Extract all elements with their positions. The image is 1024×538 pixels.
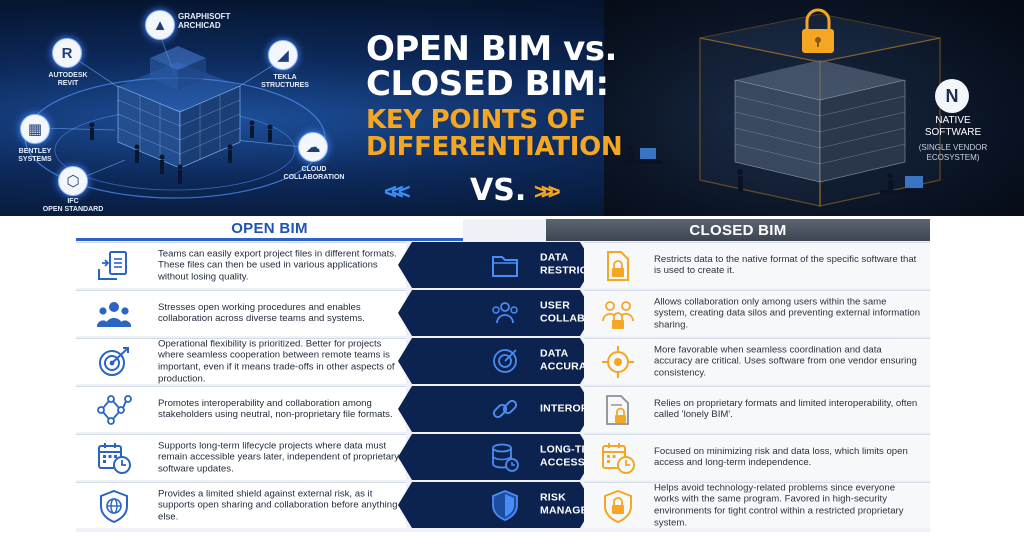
open-description: Teams can easily export project files in… <box>158 247 397 283</box>
open-description: Promotes interoperability and collaborat… <box>158 397 393 421</box>
database-clock-icon <box>492 443 519 472</box>
table-row-long-term-accessibility: Supports long-term lifecycle projects wh… <box>76 434 930 482</box>
bentley-logo-icon: ▦ <box>20 114 50 144</box>
users-icon <box>492 302 518 324</box>
open-bim-building <box>117 46 241 169</box>
chain-link-icon <box>492 399 518 419</box>
comparison-table: OPEN BIM CLOSED BIM Teams can easily exp… <box>76 219 930 532</box>
closed-description: Allows collaboration only among users wi… <box>654 295 921 331</box>
open-cell: Operational flexibility is prioritized. … <box>76 338 406 384</box>
closed-cell: Allows collaboration only among users wi… <box>584 290 930 336</box>
locked-file-icon <box>607 251 629 281</box>
closed-cell: Focused on minimizing risk and data loss… <box>584 434 930 480</box>
open-cell: Stresses open working procedures and ena… <box>76 290 406 336</box>
calendar-clock-icon <box>602 443 635 474</box>
open-cell: Teams can easily export project files in… <box>76 242 406 288</box>
hero-illustration <box>24 8 941 207</box>
team-icon <box>96 302 132 327</box>
calendar-clock-icon <box>98 443 131 474</box>
open-description: Provides a limited shield against extern… <box>158 487 398 523</box>
table-row-risk-management: Provides a limited shield against extern… <box>76 482 930 530</box>
file-export-icon <box>98 251 127 280</box>
open-bim-header: OPEN BIM <box>76 219 463 241</box>
table-row-data-accuracy: Operational flexibility is prioritized. … <box>76 338 930 386</box>
closed-description: Relies on proprietary formats and limite… <box>654 397 918 421</box>
locked-document-icon <box>606 395 629 425</box>
closed-description: More favorable when seamless coordinatio… <box>654 343 917 379</box>
closed-cell: Restricts data to the native format of t… <box>584 242 930 288</box>
target-icon <box>493 349 517 373</box>
closed-cell: Relies on proprietary formats and limite… <box>584 386 930 432</box>
cloud-logo-icon: ☁ <box>298 132 328 162</box>
title-line-1: OPEN BIM vs. <box>366 29 617 69</box>
closed-description: Restricts data to the native format of t… <box>654 253 917 277</box>
table-row-interoperability: Promotes interoperability and collaborat… <box>76 386 930 434</box>
table-row-user-collaboration: Stresses open working procedures and ena… <box>76 290 930 338</box>
revit-logo-icon: R <box>52 38 82 68</box>
title-line-2: CLOSED BIM: <box>366 63 609 104</box>
closed-bim-building <box>734 60 906 183</box>
open-cell: Promotes interoperability and collaborat… <box>76 386 406 432</box>
folder-icon <box>492 256 518 277</box>
closed-bim-enclosure <box>699 8 941 207</box>
workstation-figures <box>622 145 930 194</box>
closed-bim-header: CLOSED BIM <box>546 219 930 241</box>
open-cell: Supports long-term lifecycle projects wh… <box>76 434 406 480</box>
vs-divider: <<< VS. >>> <box>384 171 594 211</box>
ifc-logo-icon: ⬡ <box>58 166 88 196</box>
open-description: Stresses open working procedures and ena… <box>158 301 365 325</box>
locked-users-icon <box>602 301 634 329</box>
network-nodes-icon <box>97 395 132 425</box>
vs-label: VS. <box>470 173 527 208</box>
page-title: OPEN BIM vs. CLOSED BIM: KEY POINTS OF D… <box>366 32 666 160</box>
table-row-data-restrictions: Teams can easily export project files in… <box>76 242 930 290</box>
globe-shield-icon <box>100 489 128 523</box>
closed-description: Focused on minimizing risk and data loss… <box>654 445 908 469</box>
target-arrow-icon <box>99 347 129 376</box>
padlock-icon <box>802 8 834 53</box>
tekla-logo-icon: ◢ <box>268 40 298 70</box>
archicad-logo-icon: ▲ <box>145 10 175 40</box>
category-badge: INTEROPERABILITY <box>398 386 645 432</box>
left-chevrons-icon: <<< <box>384 179 410 204</box>
right-chevrons-icon: >>> <box>534 179 560 204</box>
open-cell: Provides a limited shield against extern… <box>76 482 406 528</box>
category-badge: USERCOLLABORATION <box>398 290 634 336</box>
shield-icon <box>492 490 518 521</box>
native-software-logo-icon: N <box>935 79 969 113</box>
open-description: Supports long-term lifecycle projects wh… <box>158 439 400 475</box>
closed-cell: More favorable when seamless coordinatio… <box>584 338 930 384</box>
shield-lock-icon <box>604 489 632 523</box>
crosshair-icon <box>602 346 634 378</box>
closed-cell: Helps avoid technology-related problems … <box>584 482 930 528</box>
subtitle-line-2: DIFFERENTIATION <box>366 131 623 162</box>
people-figures-left <box>89 120 273 184</box>
subtitle-line-1: KEY POINTS OF <box>366 105 586 136</box>
closed-description: Helps avoid technology-related problems … <box>654 481 904 529</box>
open-description: Operational flexibility is prioritized. … <box>158 337 395 385</box>
